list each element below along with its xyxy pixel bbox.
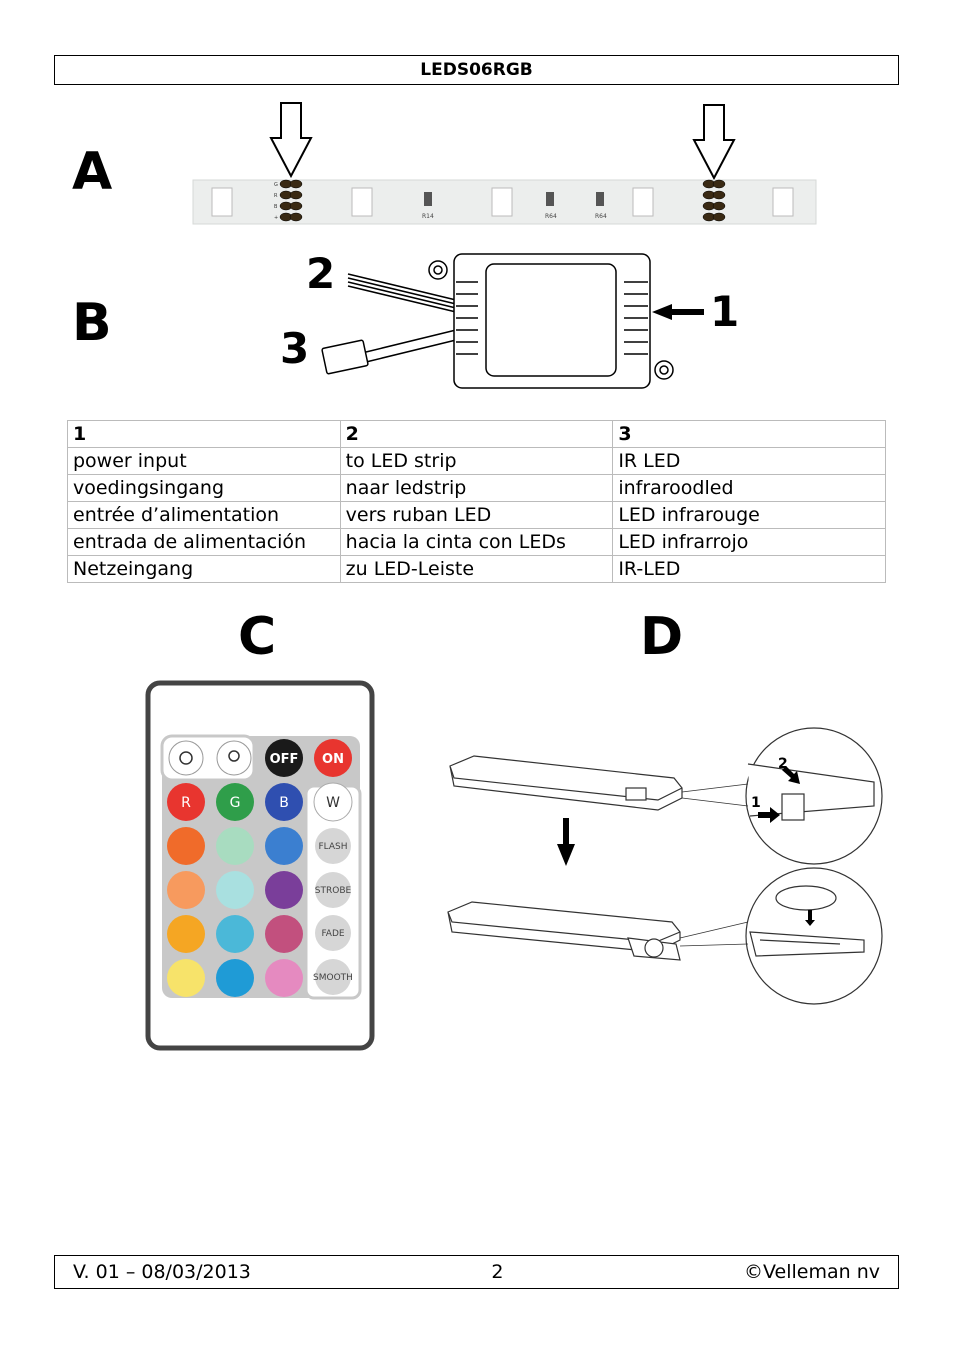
svg-text:STROBE: STROBE xyxy=(315,886,352,896)
resistor-label: R64 xyxy=(545,213,557,220)
callout-3: 3 xyxy=(280,324,309,373)
table-row: entrée d’alimentation vers ruban LED LED… xyxy=(67,501,886,529)
off-button: OFF xyxy=(265,739,303,777)
figure-a-label: A xyxy=(72,142,113,202)
color-button xyxy=(167,871,205,909)
red-button: R xyxy=(167,783,205,821)
table-cell: entrada de alimentación xyxy=(67,528,341,556)
controller-figure: 2 3 1 xyxy=(280,249,739,389)
battery-replacement-figure: 2 1 xyxy=(447,727,883,1005)
brightness-up-icon xyxy=(168,740,204,776)
solder-pads-left xyxy=(279,179,303,222)
blue-button: B xyxy=(265,783,303,821)
table-header-cell: 1 xyxy=(67,420,341,448)
svg-text:W: W xyxy=(326,795,340,811)
arrow-left-icon xyxy=(652,304,704,320)
solder-pads-right xyxy=(702,179,726,222)
svg-text:R: R xyxy=(181,795,191,811)
footer-page-number: 2 xyxy=(491,1261,504,1283)
pad-label: + xyxy=(274,215,278,221)
color-button xyxy=(167,827,205,865)
svg-text:SMOOTH: SMOOTH xyxy=(313,973,353,983)
arrow-down-icon xyxy=(269,102,313,179)
table-cell: Netzeingang xyxy=(67,555,341,583)
table-cell: naar ledstrip xyxy=(339,474,614,502)
footer-copyright: ©Velleman nv xyxy=(744,1261,880,1283)
table-cell: entrée d’alimentation xyxy=(67,501,341,529)
pad-label: R xyxy=(274,193,278,199)
on-button: ON xyxy=(314,739,352,777)
table-row: Netzeingang zu LED-Leiste IR-LED xyxy=(67,555,886,583)
color-button xyxy=(265,915,303,953)
white-button: W xyxy=(313,782,353,822)
pad-label: G xyxy=(274,182,278,188)
color-button xyxy=(216,827,254,865)
table-header-cell: 2 xyxy=(339,420,614,448)
svg-text:B: B xyxy=(279,795,289,811)
table-row: entrada de alimentación hacia la cinta c… xyxy=(67,528,886,556)
green-button: G xyxy=(216,783,254,821)
pad-label: B xyxy=(274,204,278,210)
color-button xyxy=(265,959,303,997)
table-header-row: 1 2 3 xyxy=(67,420,886,448)
table-cell: infraroodled xyxy=(612,474,886,502)
resistor-label: R64 xyxy=(595,213,607,220)
table-cell: IR LED xyxy=(612,447,886,475)
table-cell: zu LED-Leiste xyxy=(339,555,614,583)
figure-c-label: C xyxy=(238,607,277,667)
color-button xyxy=(167,959,205,997)
table-cell: hacia la cinta con LEDs xyxy=(339,528,614,556)
parts-table: 1 2 3 power input to LED strip IR LED vo… xyxy=(67,420,886,583)
color-button xyxy=(216,915,254,953)
table-cell: voedingsingang xyxy=(67,474,341,502)
color-button xyxy=(265,827,303,865)
svg-text:FLASH: FLASH xyxy=(318,842,347,852)
document-header: LEDS06RGB xyxy=(54,55,899,85)
step-label-2: 2 xyxy=(778,756,788,772)
arrow-down-icon xyxy=(557,818,575,866)
led-strip-figure: R14 R64 R64 G R B + xyxy=(192,102,817,225)
svg-text:ON: ON xyxy=(322,752,344,767)
document-footer: V. 01 – 08/03/2013 2 ©Velleman nv xyxy=(54,1255,899,1289)
smooth-button: SMOOTH xyxy=(313,959,353,995)
color-button xyxy=(265,871,303,909)
color-button xyxy=(167,915,205,953)
svg-text:OFF: OFF xyxy=(270,752,299,767)
arrow-down-right-icon xyxy=(782,766,800,784)
callout-1: 1 xyxy=(710,287,739,336)
svg-text:FADE: FADE xyxy=(321,929,344,939)
table-cell: to LED strip xyxy=(339,447,614,475)
remote-control-figure: OFF ON R G B W FLASH STROBE FADE SMOOTH xyxy=(145,680,375,1051)
table-cell: IR-LED xyxy=(612,555,886,583)
table-header-cell: 3 xyxy=(612,420,886,448)
fade-button: FADE xyxy=(315,915,351,951)
resistor-label: R14 xyxy=(422,213,434,220)
color-button xyxy=(216,959,254,997)
arrow-down-icon xyxy=(805,910,815,926)
color-button xyxy=(216,871,254,909)
document-title: LEDS06RGB xyxy=(420,60,533,80)
arrow-right-icon xyxy=(758,807,780,823)
table-cell: LED infrarrojo xyxy=(612,528,886,556)
color-button-grid xyxy=(167,827,303,997)
strobe-button: STROBE xyxy=(315,872,352,908)
callout-2: 2 xyxy=(306,249,335,298)
table-cell: vers ruban LED xyxy=(339,501,614,529)
table-row: power input to LED strip IR LED xyxy=(67,447,886,475)
figure-d-label: D xyxy=(640,607,684,667)
brightness-down-icon xyxy=(216,740,252,776)
table-cell: LED infrarouge xyxy=(612,501,886,529)
figure-b-label: B xyxy=(72,293,112,353)
svg-text:G: G xyxy=(230,795,241,811)
table-row: voedingsingang naar ledstrip infraroodle… xyxy=(67,474,886,502)
footer-version: V. 01 – 08/03/2013 xyxy=(73,1261,251,1283)
arrow-down-icon xyxy=(692,104,736,181)
table-cell: power input xyxy=(67,447,341,475)
flash-button: FLASH xyxy=(315,828,351,864)
step-label-1: 1 xyxy=(751,795,761,811)
